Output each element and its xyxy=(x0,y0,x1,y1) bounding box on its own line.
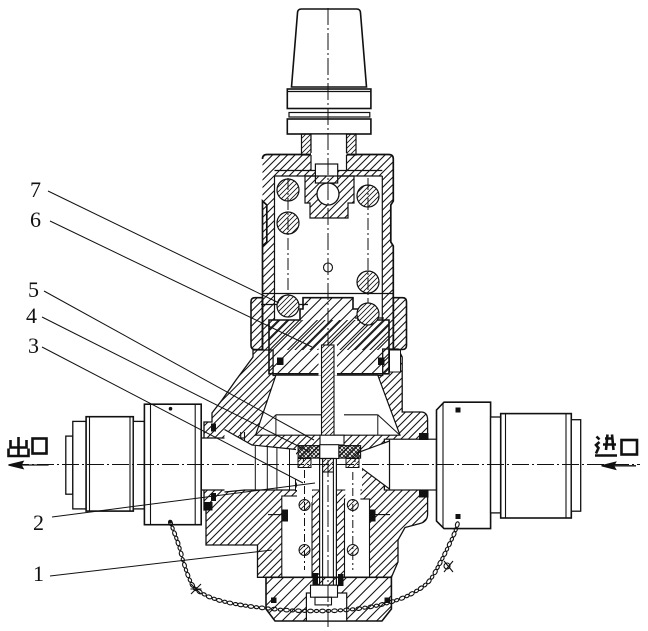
svg-text:7: 7 xyxy=(30,177,41,202)
svg-text:3: 3 xyxy=(28,333,39,358)
svg-text:6: 6 xyxy=(30,207,41,232)
svg-text:1: 1 xyxy=(33,561,44,586)
svg-text:5: 5 xyxy=(28,277,39,302)
svg-text:4: 4 xyxy=(26,303,37,328)
svg-text:2: 2 xyxy=(33,510,44,535)
